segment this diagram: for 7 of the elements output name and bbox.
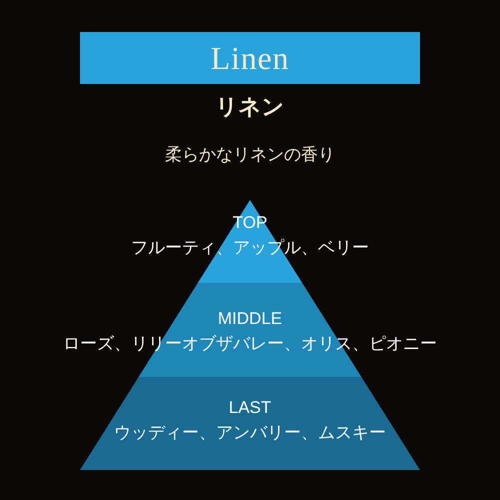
- tier-heading: MIDDLE: [218, 308, 282, 330]
- tier-notes: ウッディー、アンバリー、ムスキー: [114, 422, 386, 444]
- title: Linen: [210, 42, 290, 74]
- tier-heading: LAST: [228, 397, 272, 418]
- subtitle: リネン: [216, 96, 284, 118]
- description: 柔らかなリネンの香り: [165, 146, 335, 163]
- tier-heading: TOP: [232, 212, 268, 234]
